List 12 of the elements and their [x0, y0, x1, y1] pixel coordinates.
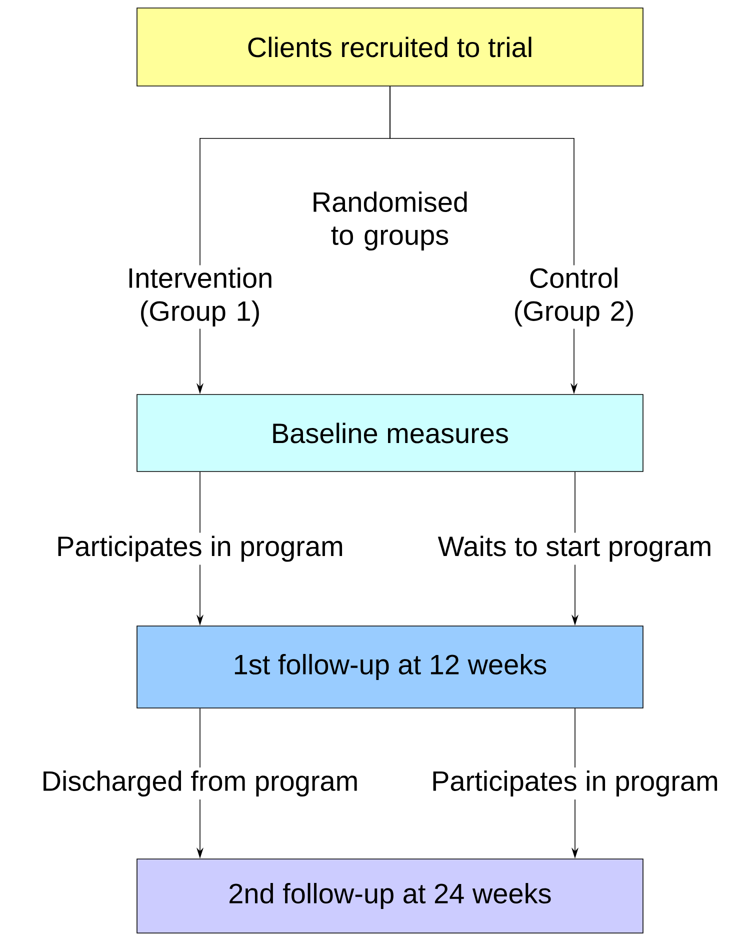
process-box: 1st follow-up at 12 weeks [136, 626, 644, 708]
edge-label: Participates in program [53, 532, 347, 565]
group-label: Control (Group 2) [515, 267, 633, 327]
process-box: 2nd follow-up at 24 weeks [136, 858, 644, 934]
connector-line [390, 86, 574, 266]
process-box: Clients recruited to trial [136, 8, 644, 86]
process-box: Baseline measures [136, 394, 644, 472]
edge-label: Waits to start program [434, 532, 716, 565]
edge-label: Participates in program [428, 767, 722, 800]
note-text: Randomised to groups [314, 191, 467, 251]
group-label: Intervention (Group 1) [129, 267, 272, 327]
edge-label: Discharged from program [38, 767, 362, 800]
